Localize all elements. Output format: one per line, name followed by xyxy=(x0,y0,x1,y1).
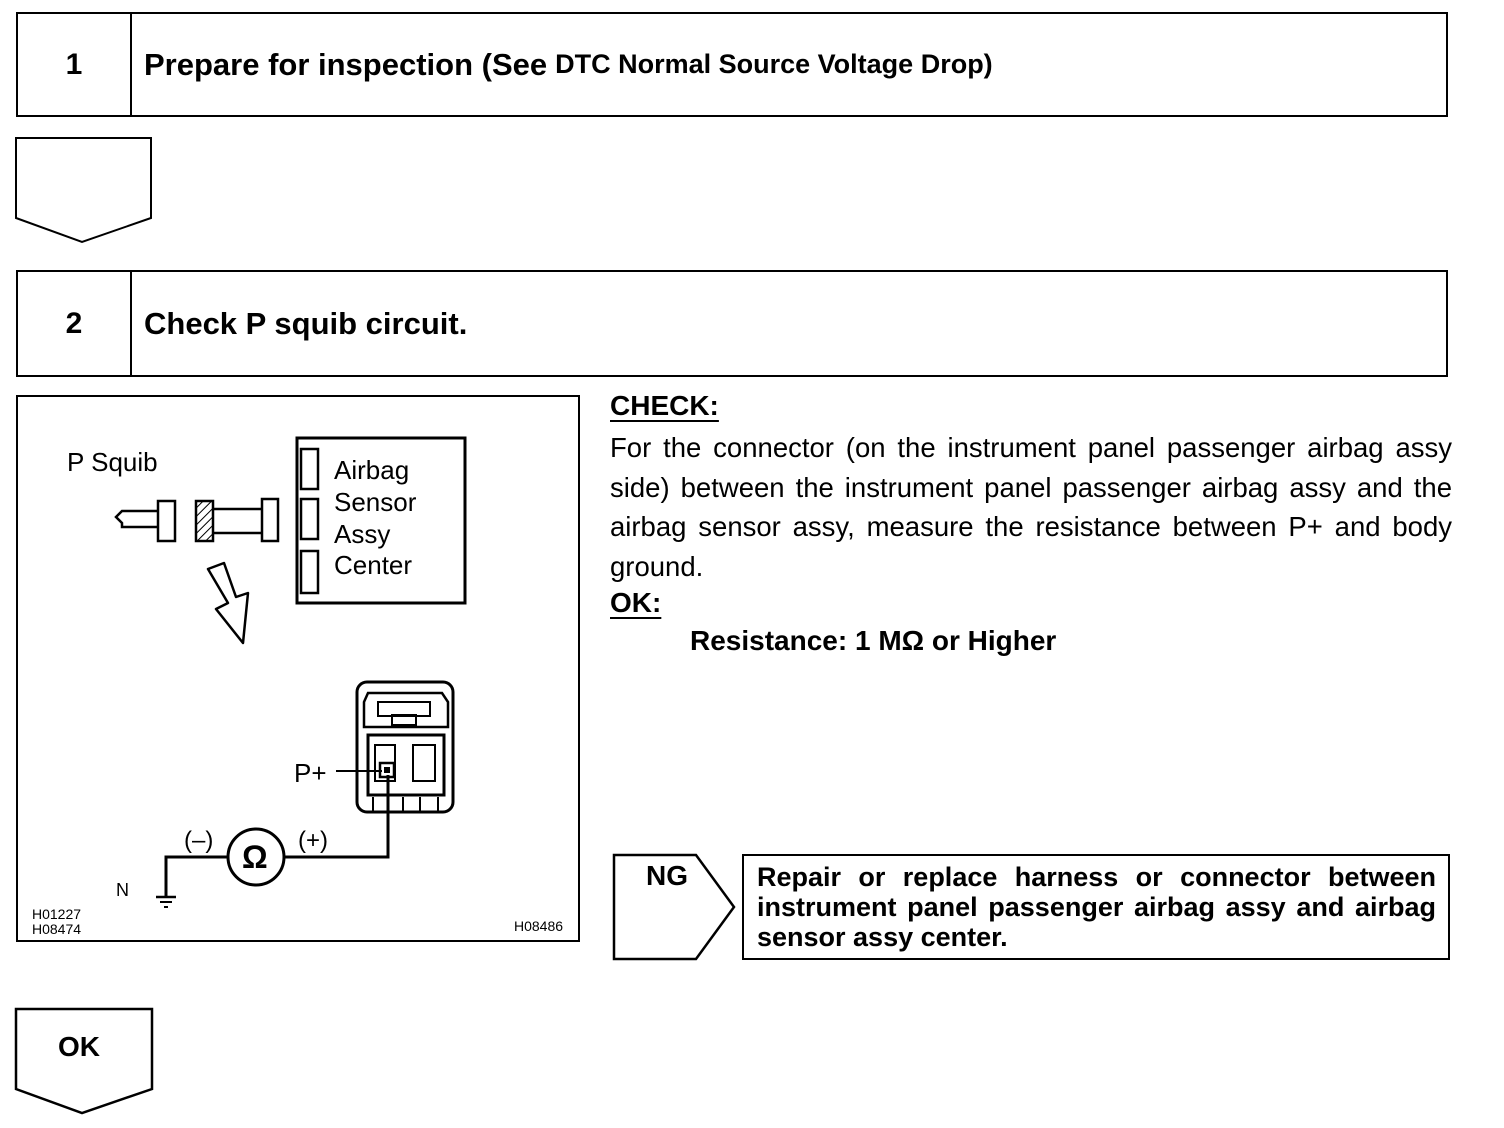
ng-action: Repair or replace harness or connector b… xyxy=(742,854,1450,960)
ok-arrow xyxy=(14,1007,154,1115)
step-2-number: 2 xyxy=(18,272,132,375)
circuit-figure: P Squib Airbag Sensor Assy Center P+ (–)… xyxy=(16,395,580,942)
check-heading: CHECK: xyxy=(610,390,719,421)
sensor-label-line-1: Airbag xyxy=(334,455,410,485)
meter-minus-label: (–) xyxy=(184,827,214,854)
p-squib-label: P Squib xyxy=(67,447,158,477)
flow-arrow-1 xyxy=(15,137,152,244)
step-1-title-main: Prepare for inspection (See xyxy=(144,46,548,82)
step-1-title-ref: DTC Normal Source Voltage Drop) xyxy=(555,49,993,79)
ohmmeter-symbol: Ω xyxy=(242,839,268,875)
terminal-p-plus-label: P+ xyxy=(294,758,327,788)
step-2-title: Check P squib circuit. xyxy=(144,305,468,341)
ok-resistance-value: Resistance: 1 MΩ or Higher xyxy=(690,625,1057,656)
step-2-box: 2 Check P squib circuit. xyxy=(16,270,1448,377)
circuit-drawing xyxy=(114,436,467,908)
sensor-label-line-3: Assy xyxy=(334,519,391,549)
figure-code-right: H08486 xyxy=(514,918,564,934)
ng-label: NG xyxy=(646,860,688,891)
step-1-box: 1 Prepare for inspection (See DTC Normal… xyxy=(16,12,1448,117)
meter-plus-label: (+) xyxy=(298,827,328,854)
sensor-label-line-2: Sensor xyxy=(334,487,417,517)
step-1-title: Prepare for inspection (See DTC Normal S… xyxy=(144,14,993,115)
figure-code-left-2: H08474 xyxy=(32,921,82,937)
figure-code-left-1: H01227 xyxy=(32,906,82,922)
ok-heading: OK: xyxy=(610,587,662,618)
check-instructions: For the connector (on the instrument pan… xyxy=(610,432,1452,582)
ground-label: N xyxy=(116,880,129,900)
step-1-number: 1 xyxy=(18,14,132,115)
ok-arrow-label: OK xyxy=(58,1031,100,1062)
ng-arrow xyxy=(612,853,736,961)
sensor-label-line-4: Center xyxy=(334,550,413,580)
